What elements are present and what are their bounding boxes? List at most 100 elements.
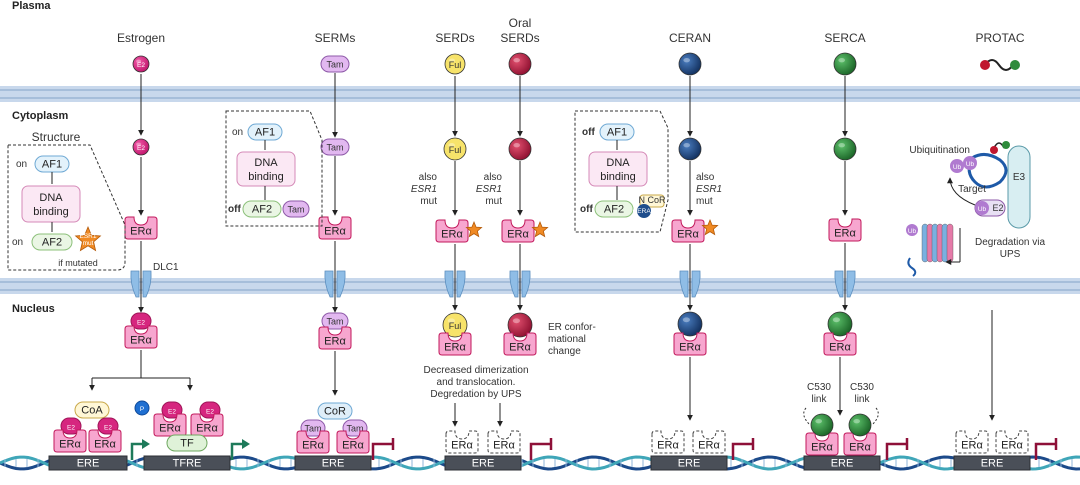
coa-coactivator <box>74 401 110 419</box>
oral-mutation-star <box>531 220 549 238</box>
serca-dimer-ball-a-shine <box>815 418 822 424</box>
er-serms-cytoplasm-label: ERα <box>324 226 346 238</box>
er-dimer-left-b-label: ERα <box>94 439 116 451</box>
er-conformational-line1: ER confor- <box>548 322 596 333</box>
ere-serms-label: ERE <box>322 458 345 470</box>
protac-e3-ligase <box>1007 145 1031 229</box>
proteasome-ub-label: Ub <box>908 228 917 235</box>
e2-bound-nucleus-label: E2 <box>137 320 145 327</box>
er-serms-cytoplasm <box>318 216 352 240</box>
degradation-via-line1: Degradation via <box>975 237 1045 248</box>
activation-arrow-tfre-head <box>242 439 250 449</box>
tfre-element <box>143 455 231 471</box>
compartment-nucleus: Nucleus <box>12 303 55 315</box>
nuclear-pore-serca-right <box>846 270 856 298</box>
proteasome-segment <box>946 223 954 263</box>
serm-af1-label: AF1 <box>255 127 275 139</box>
er-serds-dimer-dashed-b <box>487 430 521 454</box>
ceran-mut-label: mut <box>696 196 713 207</box>
target-label: Target <box>958 184 986 195</box>
esr1-star-line2: mut <box>83 240 94 247</box>
ceran-also-label: also <box>696 172 715 183</box>
er-ceran-nucleus <box>673 332 707 356</box>
serm-af2-tam <box>282 200 310 218</box>
protac-e3-bound <box>1002 141 1010 149</box>
ful-ligand-cytoplasm-label: Ful <box>449 145 462 155</box>
activation-arrow-ere-head <box>142 439 150 449</box>
er-serca-nucleus-label: ERα <box>829 342 851 354</box>
c530-left-link <box>803 407 811 426</box>
er-serds-nucleus-label: ERα <box>444 342 466 354</box>
er-serds-dimer-dashed-b-label: ERα <box>493 440 515 452</box>
esr1-mutation-star <box>74 225 102 252</box>
nuclear-pore-serds-left <box>444 270 454 298</box>
er-serca-nucleus <box>823 332 857 356</box>
nuclear-pore-estrogen-left <box>130 270 140 298</box>
er-serms-dimer-a <box>296 430 330 454</box>
ful-ligand-cytoplasm-shine <box>448 142 456 148</box>
phospho-label: P <box>140 406 144 413</box>
serca-nucleus-shine <box>832 317 841 323</box>
ceran-structure-frame <box>574 110 669 233</box>
serm-af2-label: AF2 <box>252 204 272 216</box>
ub-1 <box>950 159 964 173</box>
tam-ligand-plasma-label: Tam <box>326 60 343 70</box>
repression-serms <box>371 442 393 460</box>
protac-warhead <box>980 60 990 70</box>
e2-enzyme-label: E2 <box>992 203 1003 213</box>
er-estrogen-cytoplasm-label: ERα <box>130 226 152 238</box>
coa-coactivator-label: CoA <box>81 405 103 417</box>
er-oral-cytoplasm <box>501 219 535 243</box>
transcription-factor <box>166 434 208 452</box>
cor-corepressor <box>317 402 353 420</box>
protac-target-protein <box>967 153 1008 189</box>
proteasome-ub <box>906 224 918 236</box>
degraded-peptide <box>907 257 917 277</box>
column-ceran: CERAN <box>669 31 711 45</box>
er-serds-cytoplasm <box>435 219 469 243</box>
nuclear-pore-serds-right <box>456 270 466 298</box>
er-ceran-cytoplasm-label: ERα <box>677 229 699 241</box>
serm-dna-line1: DNA <box>254 157 278 169</box>
ere-serca <box>803 455 881 471</box>
er-estrogen-nucleus <box>124 325 158 349</box>
ere-serms <box>294 455 372 471</box>
structure-title: Structure <box>32 130 81 144</box>
column-protac: PROTAC <box>975 31 1024 45</box>
ceran-plasma-shine <box>683 57 690 63</box>
serm-dimer-tam-right-label: Tam <box>346 424 363 434</box>
serm-dimer-tam-left-label: Tam <box>304 424 321 434</box>
structure-af2-state: on <box>12 237 23 248</box>
ub-2-label: Ub <box>966 161 975 168</box>
serm-dna-line2: binding <box>248 171 283 183</box>
serm-dimer-tam-left <box>300 419 326 437</box>
er-ceran-nucleus-label: ERα <box>679 342 701 354</box>
ceran-dna-line1: DNA <box>606 157 630 169</box>
ceran-nucleus-shine <box>682 317 691 323</box>
ceran-af2-state: off <box>580 204 593 215</box>
serm-structure-frame <box>225 110 323 227</box>
serca-dimer-ball-a <box>810 413 834 437</box>
er-conformational-line2: mational <box>548 334 586 345</box>
coa-dimer-e2-right-label: E2 <box>104 425 112 432</box>
ub-2 <box>963 156 977 170</box>
esr1-star-line1: ESR1 <box>80 233 97 240</box>
protac-e3-ligand <box>1010 60 1020 70</box>
compartment-cytoplasm: Cytoplasm <box>12 110 68 122</box>
tf-dimer-e2-left-label: E2 <box>168 409 176 416</box>
protac-e3-label: E3 <box>1013 172 1026 183</box>
er-ceran-dimer-dashed-b-label: ERα <box>698 440 720 452</box>
ful-bound-nucleus-shine <box>447 318 455 324</box>
serca-cytoplasm-shine <box>838 142 845 148</box>
er-serca-dimer-a-label: ERα <box>811 442 833 454</box>
ere-estrogen-label: ERE <box>77 458 100 470</box>
er-serds-dimer-dashed-a <box>445 430 479 454</box>
er-serds-nucleus <box>438 332 472 356</box>
oral-serd-cytoplasm-shine <box>513 142 520 148</box>
er-serca-cytoplasm-label: ERα <box>834 228 856 240</box>
oral-mut-label: mut <box>485 196 502 207</box>
ful-ligand-cytoplasm <box>443 137 467 161</box>
c530-right-line1: C530 <box>850 382 874 393</box>
tam-ligand-plasma <box>320 55 350 73</box>
plasma-membrane <box>0 86 1080 102</box>
